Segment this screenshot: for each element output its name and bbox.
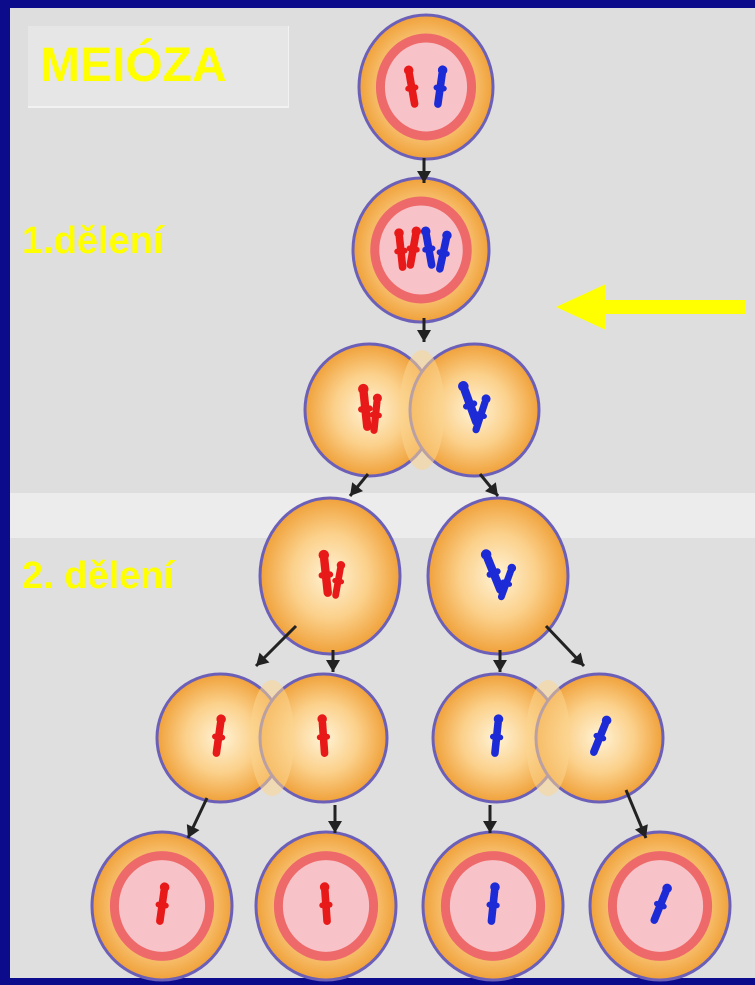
parent-cell (357, 13, 495, 161)
arrow-sr-to-gamete-3 (483, 805, 497, 833)
arrow-dr-to-sr-right (544, 624, 586, 668)
arrow-stage-1-to-2 (417, 158, 431, 183)
daughter-cell-right (426, 496, 570, 656)
arrow-sr-to-gamete-4 (624, 789, 648, 839)
gamete-cell-4 (588, 830, 732, 982)
second-division-label: 2. dělení (22, 555, 175, 597)
arrow-sl-to-gamete-1 (186, 797, 209, 839)
second-division-cell-right (431, 672, 665, 804)
first-division-cell (303, 342, 541, 478)
homologous-pairing-cell (351, 176, 491, 324)
daughter-cell-left (258, 496, 402, 656)
arrow-dl-to-sl-right (326, 650, 340, 672)
gamete-cell-3 (421, 830, 565, 982)
gamete-cell-1 (90, 830, 234, 982)
arrow-to-daughter-left (348, 473, 370, 497)
gamete-cell-2 (254, 830, 398, 982)
arrow-dl-to-sl-left (254, 624, 298, 668)
left-arrow-icon (556, 284, 746, 330)
arrow-to-daughter-right (478, 473, 500, 497)
arrow-stage-2-to-3 (417, 318, 431, 342)
arrow-sl-to-gamete-2 (328, 805, 342, 833)
first-division-label: 1.dělení (22, 220, 164, 262)
second-division-cell-left (155, 672, 389, 804)
page-title: MEIÓZA (40, 39, 227, 92)
arrow-dr-to-sr-left (493, 650, 507, 672)
title-box (28, 26, 289, 108)
